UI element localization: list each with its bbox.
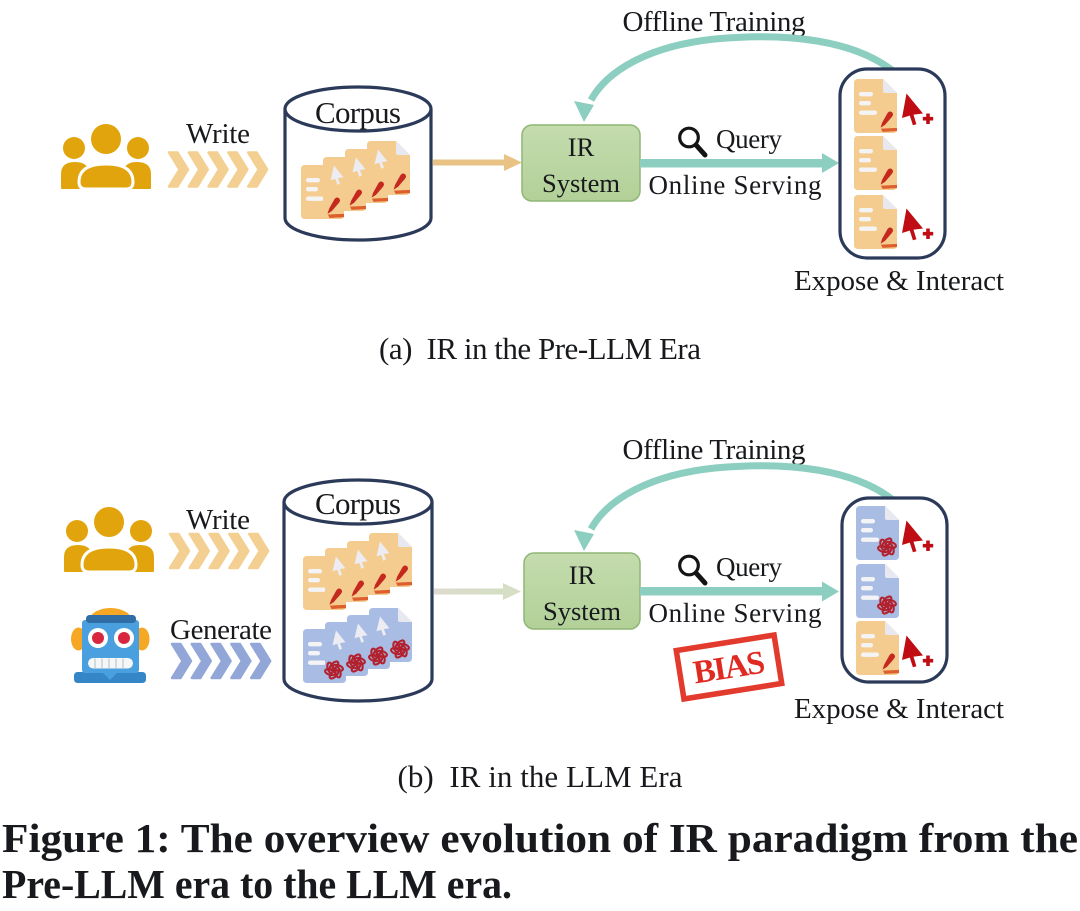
svg-text:Pre-LLM era to the LLM era.: Pre-LLM era to the LLM era. [2,861,512,907]
svg-text:Online Serving: Online Serving [649,598,822,628]
svg-text:Offline Training: Offline Training [623,434,806,466]
svg-text:Query: Query [716,124,783,154]
svg-text:(b) IR in the LLM Era: (b) IR in the LLM Era [398,759,683,794]
svg-text:Expose & Interact: Expose & Interact [794,265,1004,297]
svg-text:Figure 1: The overview evoluti: Figure 1: The overview evolution of IR p… [2,815,1078,861]
svg-text:Query: Query [716,552,783,582]
svg-text:System: System [543,596,621,626]
svg-text:System: System [542,168,620,198]
svg-text:Online Serving: Online Serving [649,170,822,200]
svg-text:IR: IR [569,560,596,590]
svg-text:Offline Training: Offline Training [623,6,806,38]
svg-text:Write: Write [186,504,250,536]
svg-text:Expose & Interact: Expose & Interact [794,693,1004,725]
svg-text:Write: Write [186,118,250,150]
svg-text:BIAS: BIAS [691,645,768,692]
svg-text:(a) IR in the Pre-LLM Era: (a) IR in the Pre-LLM Era [379,331,701,366]
svg-text:IR: IR [568,132,595,162]
svg-text:Corpus: Corpus [315,95,401,130]
svg-text:Corpus: Corpus [315,486,401,521]
svg-text:Generate: Generate [170,614,272,646]
